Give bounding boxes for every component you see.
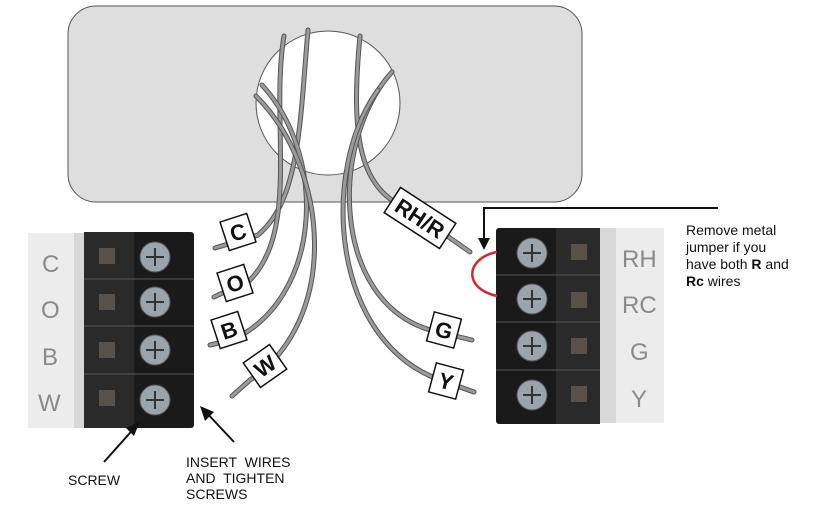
- jumper-note-rc: Rc: [686, 273, 704, 289]
- screw-rh: [516, 237, 548, 269]
- wire-tag-y: Y: [427, 361, 465, 401]
- jumper-note-line3: have both R and: [686, 256, 814, 273]
- screw-b: [139, 334, 171, 366]
- wire-tag-b: B: [210, 310, 248, 350]
- insert-annotation-line1: INSERT WIRES: [186, 454, 291, 470]
- metal-jumper: [471, 250, 498, 298]
- jumper-pointer-arrow: [478, 207, 718, 250]
- screw-w: [139, 384, 171, 416]
- jumper-note: Remove metal jumper if you have both R a…: [686, 222, 814, 290]
- wire-tag-c: C: [219, 212, 257, 252]
- right-terminal-labels: RH RC G Y: [622, 246, 657, 413]
- jumper-note-line4-suffix: wires: [703, 273, 741, 289]
- insert-annotation: INSERT WIRES AND TIGHTEN SCREWS: [186, 454, 291, 502]
- left-terminal-labels: C O B W: [38, 251, 61, 417]
- jumper-note-line2: jumper if you: [686, 239, 767, 255]
- wire-tag-g-text: G: [432, 316, 455, 345]
- wire-tag-y-text: Y: [436, 368, 457, 396]
- screw-y: [516, 379, 548, 411]
- jumper-note-line4: Rc wires: [686, 273, 814, 290]
- insert-annotation-line3: SCREWS: [186, 486, 248, 502]
- screw-o: [139, 286, 171, 318]
- jumper-note-line3-suffix: and: [761, 256, 789, 272]
- wire-tag-o: O: [216, 263, 254, 303]
- jumper-note-r: R: [751, 256, 762, 272]
- wire-tag-w: W: [242, 343, 288, 389]
- left-label-o: O: [41, 297, 60, 324]
- screw-g: [516, 330, 548, 362]
- screw-rc: [516, 283, 548, 315]
- insert-pointer-arrow: [200, 406, 235, 443]
- wire-tag-c-text: C: [227, 218, 250, 247]
- right-screws: [516, 237, 548, 411]
- jumper-note-line3-prefix: have both: [686, 256, 752, 272]
- left-screws: [139, 241, 171, 416]
- left-label-c: C: [42, 251, 59, 278]
- insert-annotation-line2: AND TIGHTEN: [186, 470, 285, 486]
- right-label-y: Y: [631, 386, 647, 413]
- screw-c: [139, 241, 171, 273]
- jumper-note-line1: Remove metal: [686, 222, 777, 238]
- right-label-g: G: [630, 339, 649, 366]
- wire-tag-b-text: B: [218, 316, 241, 345]
- left-terminal-block: [28, 232, 194, 428]
- left-label-b: B: [42, 344, 58, 371]
- right-label-rc: RC: [622, 292, 657, 319]
- left-label-w: W: [38, 390, 61, 417]
- right-label-rh: RH: [622, 246, 657, 273]
- right-terminal-block: [496, 228, 664, 424]
- screw-annotation: SCREW: [68, 472, 121, 488]
- wire-tag-g: G: [425, 310, 463, 350]
- screw-pointer-arrow: [103, 421, 140, 463]
